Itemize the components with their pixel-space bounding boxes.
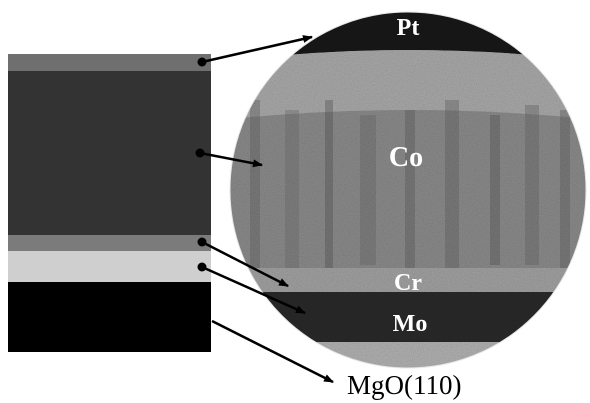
micrograph [230,12,586,368]
stack-layer-cr [8,235,211,251]
arrow-mo [201,265,306,315]
connector-arrows [195,35,334,384]
arrow-mo-dot [197,262,207,272]
arrow-co-dot [195,148,205,158]
label-substrate: MgO(110) [347,370,462,400]
stack-layer-co [8,71,211,235]
stack-layer-mgo [8,282,211,352]
layer-stack [8,54,211,352]
arrow-cr-dot [197,237,207,247]
stack-layer-pt [8,54,211,71]
arrow-mgo [211,319,334,384]
label-pt: Pt [397,15,420,41]
label-co: Co [389,142,423,173]
label-mo: Mo [393,311,428,337]
arrow-co [199,151,263,168]
label-cr: Cr [394,270,422,296]
arrow-pt-dot [197,57,207,67]
arrow-cr [201,240,289,288]
arrow-pt [201,35,313,64]
stack-layer-mo [8,251,211,282]
